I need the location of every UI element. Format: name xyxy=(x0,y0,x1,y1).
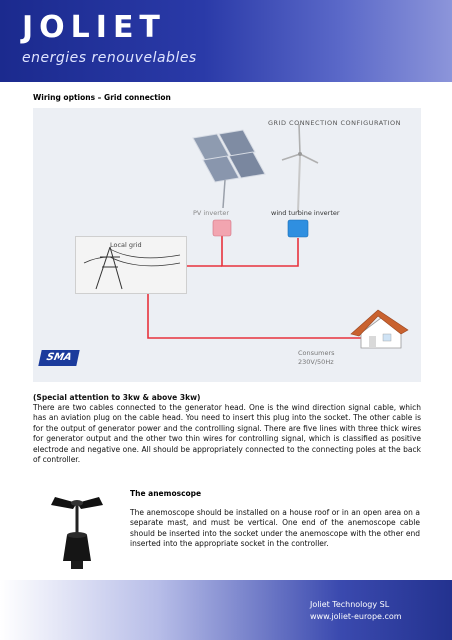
anemoscope-title: The anemoscope xyxy=(130,489,202,498)
logo-subtitle: energies renouvelables xyxy=(22,50,197,66)
section-title: Wiring options – Grid connection xyxy=(33,93,171,102)
local-grid-box xyxy=(75,236,187,294)
consumers-label: Consumers xyxy=(298,349,335,357)
footer-company: Joliet Technology SL xyxy=(310,600,390,609)
page-footer xyxy=(0,580,452,640)
page-header: JOLIET energies renouvelables xyxy=(0,0,452,82)
diagram-title: GRID CONNECTION CONFIGURATION xyxy=(268,119,402,127)
house-icon xyxy=(350,309,409,349)
pv-inverter-icon xyxy=(212,219,232,237)
special-attention-paragraph: There are two cables connected to the ge… xyxy=(33,403,421,465)
footer-website-link[interactable]: www.joliet-europe.com xyxy=(310,612,402,621)
voltage-label: 230V/50Hz xyxy=(298,358,334,366)
company-logo: JOLIET xyxy=(22,10,166,45)
solar-panel-array-icon xyxy=(192,129,266,209)
wind-inverter-label: wind turbine inverter xyxy=(271,209,340,217)
anemoscope-paragraph: The anemoscope should be installed on a … xyxy=(130,508,420,549)
anemoscope-icon xyxy=(51,497,103,569)
grid-connection-diagram: GRID CONNECTION CONFIGURATION PV inverte… xyxy=(33,108,421,382)
special-attention-title: (Special attention to 3kw & above 3kw) xyxy=(33,393,201,402)
sma-logo: SMA xyxy=(38,350,80,366)
local-grid-label: Local grid xyxy=(110,241,142,249)
power-pylon-icon xyxy=(83,246,181,290)
anemoscope-image xyxy=(33,483,121,573)
diagram-graphics xyxy=(147,123,409,349)
wind-turbine-icon xyxy=(281,123,319,213)
pv-inverter-label: PV inverter xyxy=(193,209,230,217)
wind-inverter-icon xyxy=(287,219,309,238)
